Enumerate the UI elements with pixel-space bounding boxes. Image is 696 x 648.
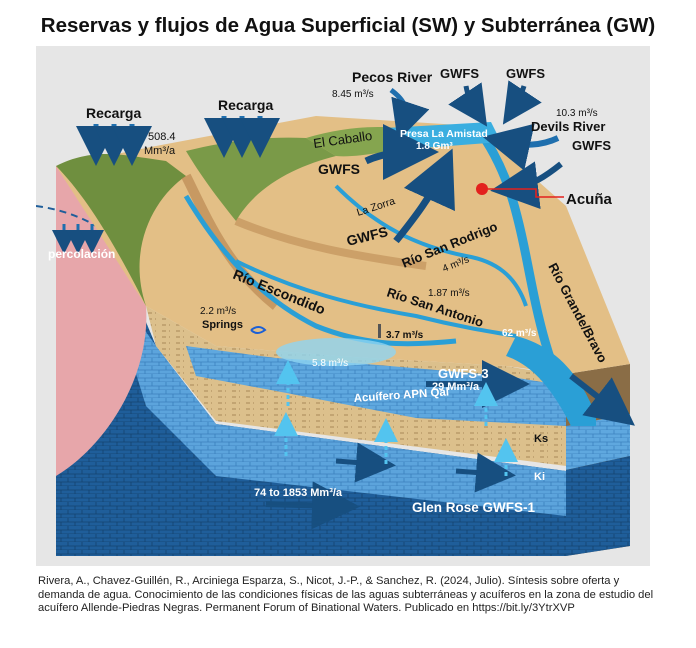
recarga-right-label: Recarga: [218, 97, 273, 113]
glen-rose-label: Glen Rose GWFS-1: [412, 500, 536, 515]
right-outflow-arrow: [569, 373, 635, 426]
terrain-surface: [56, 116, 630, 374]
ki-arrow-2: [455, 452, 516, 493]
gwfs-top-arrow-2: [502, 80, 542, 125]
ks-label: Ks: [534, 433, 548, 445]
percolation-arc: [36, 205, 132, 262]
pecos-flow-label: 8.45 m³/s: [332, 89, 374, 100]
presa-label: Presa La Amistad: [400, 128, 488, 140]
gwfs-top-label-2: GWFS: [506, 66, 545, 81]
rio-san-antonio: [235, 259, 517, 338]
glen-rose-arrow: [265, 481, 360, 530]
percolacion-label: percolación: [48, 247, 115, 261]
percolation-arrows: [52, 224, 104, 254]
recarga-left-label: Recarga: [86, 105, 141, 121]
ki-layer: [106, 276, 566, 516]
ki-arrow-1: [335, 442, 396, 483]
gwfs3-volume-label: 29 Mm³/a: [432, 381, 480, 393]
gwfs-top-label-1: GWFS: [440, 66, 479, 81]
devils-inflow-arrow: [482, 123, 560, 171]
plateau-middle: [186, 137, 336, 221]
springs-flow-label: 2.2 m³/s: [200, 306, 236, 317]
rio-san-rodrigo: [334, 184, 528, 307]
recharge-volume-label: 508.4: [148, 131, 176, 143]
escondido-flow-label: 3.7 m³/s: [386, 330, 424, 341]
pecos-inflow-arrow: [389, 87, 430, 141]
devils-river-label: Devils River: [531, 119, 605, 134]
gwfs-right-arrow: [490, 161, 563, 210]
rio-escondido: [183, 194, 457, 347]
san-antonio-flow-label: 1.87 m³/s: [428, 288, 470, 299]
springs-icon: [250, 326, 267, 334]
gwfs-right-label: GWFS: [572, 138, 611, 153]
hydrogeology-block-diagram: Pecos River 8.45 m³/s GWFS GWFS 10.3 m³/…: [36, 46, 650, 566]
gwfs-top-arrow-1: [448, 82, 488, 127]
acuna-leader-line: [488, 188, 564, 198]
spring-outflow-label: 5.8 m³/s: [312, 358, 348, 369]
springs-label: Springs: [202, 319, 243, 331]
plateau-left: [56, 154, 186, 306]
presa-volume-label: 1.8 Gm³: [416, 141, 453, 152]
ki-label: Ki: [534, 471, 545, 483]
recharge-unit-label: Mm³/a: [144, 145, 176, 157]
citation-text: Rivera, A., Chavez-Guillén, R., Arcinieg…: [38, 575, 654, 615]
gwfs-mid-label-1: GWFS: [318, 161, 360, 177]
spring-outflow-zone: [276, 338, 396, 366]
escondido-gauge-icon: [378, 324, 381, 338]
grande-flow-label: 62 m³/s: [502, 328, 537, 339]
recharge-arrows-left: [76, 124, 152, 166]
glen-rose-range-label: 74 to 1853 Mm³/a: [254, 487, 343, 499]
rio-grande-outflow: [506, 336, 596, 426]
acuna-marker: [476, 183, 488, 195]
recharge-arrows-right: [204, 116, 280, 158]
devils-flow-label: 10.3 m³/s: [556, 108, 598, 119]
gwfs-mid-arrow-2: [393, 148, 455, 244]
acuna-label: Acuña: [566, 191, 613, 208]
gwfs3-label: GWFS-3: [438, 366, 489, 381]
pecos-river-label: Pecos River: [352, 69, 433, 85]
diagram-title: Reservas y flujos de Agua Superficial (S…: [40, 14, 656, 37]
